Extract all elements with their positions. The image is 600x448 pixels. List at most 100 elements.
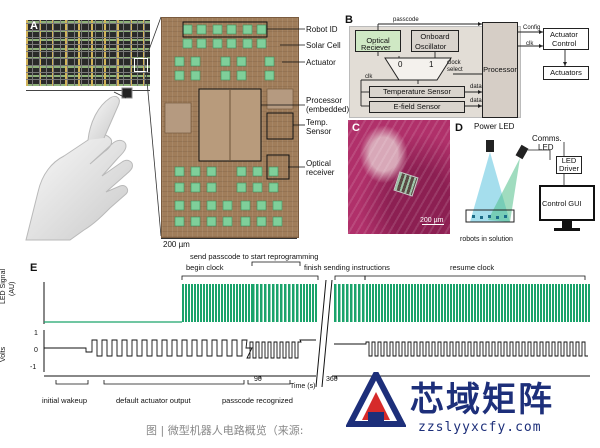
led-pulse <box>525 284 527 322</box>
led-pulse <box>579 284 581 322</box>
led-pulse <box>513 284 515 322</box>
led-pulse <box>224 284 226 322</box>
optical-receiver-text2: Reciever <box>361 43 391 52</box>
led-pulse <box>288 284 291 322</box>
watermark-url: zzslyyxcfy.com <box>418 420 542 435</box>
led-pulse <box>212 284 214 322</box>
panel-d: D Power LED Comms. LED LED Driver <box>452 120 600 248</box>
led-pulse <box>480 284 482 322</box>
led-pulse <box>346 284 349 322</box>
label-processor-embedded: (embedded) <box>306 105 350 114</box>
panel-d-illustration <box>465 140 595 231</box>
panel-a-scale-line <box>161 238 297 239</box>
led-pulse <box>465 284 467 322</box>
led-pulse <box>417 284 419 322</box>
led-pulse <box>239 284 241 322</box>
wafer-grid-image <box>26 20 150 86</box>
led-pulse <box>510 284 512 322</box>
led-pulse <box>218 284 220 322</box>
led-pulse <box>447 284 449 322</box>
onboard-text2: Oscillator <box>415 42 447 51</box>
actuators-block: Actuators <box>543 66 589 80</box>
led-pulse <box>260 284 263 322</box>
led-pulse <box>188 284 190 322</box>
panel-c-scale-line <box>422 224 444 225</box>
led-pulse <box>558 284 560 322</box>
comms-led-label-2: LED <box>538 143 554 152</box>
processor-block: Processor <box>482 22 518 118</box>
watermark-logo-text: 芯域矩阵 <box>410 380 554 420</box>
annotation-finish-sending: finish sending instructions <box>304 263 390 272</box>
clock-mux <box>384 57 452 81</box>
led-driver-block: LED Driver <box>556 156 582 174</box>
watermark: 芯域矩阵 zzslyyxcfy.com <box>346 370 596 446</box>
robot-on-tissue <box>393 171 419 197</box>
led-pulse <box>272 284 275 322</box>
label-temp: Temp. <box>306 118 328 127</box>
panel-b-letter: B <box>345 14 353 26</box>
passcode-label: passcode <box>393 17 419 23</box>
led-pulse <box>411 284 413 322</box>
comms-led-label-1: Comms. <box>532 134 562 143</box>
led-pulse <box>230 284 232 322</box>
onboard-text1: Onboard <box>420 32 450 41</box>
panel-e-traces <box>43 282 590 379</box>
led-pulse <box>245 284 247 322</box>
led-pulse <box>474 284 476 322</box>
gloved-hand-image <box>25 87 133 241</box>
panel-b-wires <box>360 22 567 108</box>
led-pulse <box>414 284 416 322</box>
ytick-neg: -1 <box>30 364 37 371</box>
led-pulse <box>546 284 548 322</box>
led-pulse <box>312 284 314 322</box>
led-pulse <box>423 284 425 322</box>
led-pulse <box>489 284 491 322</box>
led-pulse <box>236 284 238 322</box>
annotation-begin-clock: begin clock <box>186 263 224 272</box>
led-pulse <box>366 284 368 322</box>
led-pulse <box>537 284 539 322</box>
led-pulse <box>495 284 497 322</box>
led-pulse <box>375 284 377 322</box>
wafer-zoom-box <box>134 58 148 72</box>
led-pulse <box>338 284 341 322</box>
data-label-1: data <box>470 84 482 90</box>
led-pulse <box>206 284 208 322</box>
led-pulse <box>215 284 217 322</box>
panel-a-letter: A <box>30 20 38 32</box>
panel-e-letter: E <box>30 262 38 274</box>
led-pulse <box>573 284 575 322</box>
led-pulse <box>420 284 422 322</box>
led-pulse <box>209 284 211 322</box>
led-pulse <box>471 284 473 322</box>
led-pulse <box>268 284 271 322</box>
led-pulse <box>426 284 428 322</box>
ytick-pos: 1 <box>34 330 38 337</box>
led-pulse <box>264 284 267 322</box>
led-pulse <box>354 284 357 322</box>
led-pulse <box>531 284 533 322</box>
panel-a: A <box>0 0 349 250</box>
led-pulse <box>306 284 308 322</box>
led-pulse <box>396 284 398 322</box>
led-pulse <box>242 284 244 322</box>
led-pulse <box>567 284 569 322</box>
panel-c-letter: C <box>352 122 360 134</box>
led-pulse <box>450 284 452 322</box>
label-optical-receiver: receiver <box>306 168 335 177</box>
led-pulse <box>300 284 302 322</box>
led-pulse <box>585 284 587 322</box>
panel-e-bottom-brackets <box>55 380 291 385</box>
led-pulse <box>492 284 494 322</box>
annotation-default-actuator: default actuator output <box>116 396 191 405</box>
led-pulse <box>303 284 305 322</box>
led-pulse <box>576 284 578 322</box>
x-axis-label: Time (s) <box>290 383 316 390</box>
led-pulse <box>459 284 461 322</box>
led-pulse <box>358 284 361 322</box>
led-pulse <box>552 284 554 322</box>
led-pulse <box>453 284 455 322</box>
led-pulse <box>284 284 287 322</box>
led-pulse <box>498 284 500 322</box>
e-field-sensor-block: E-field Sensor <box>369 101 465 113</box>
